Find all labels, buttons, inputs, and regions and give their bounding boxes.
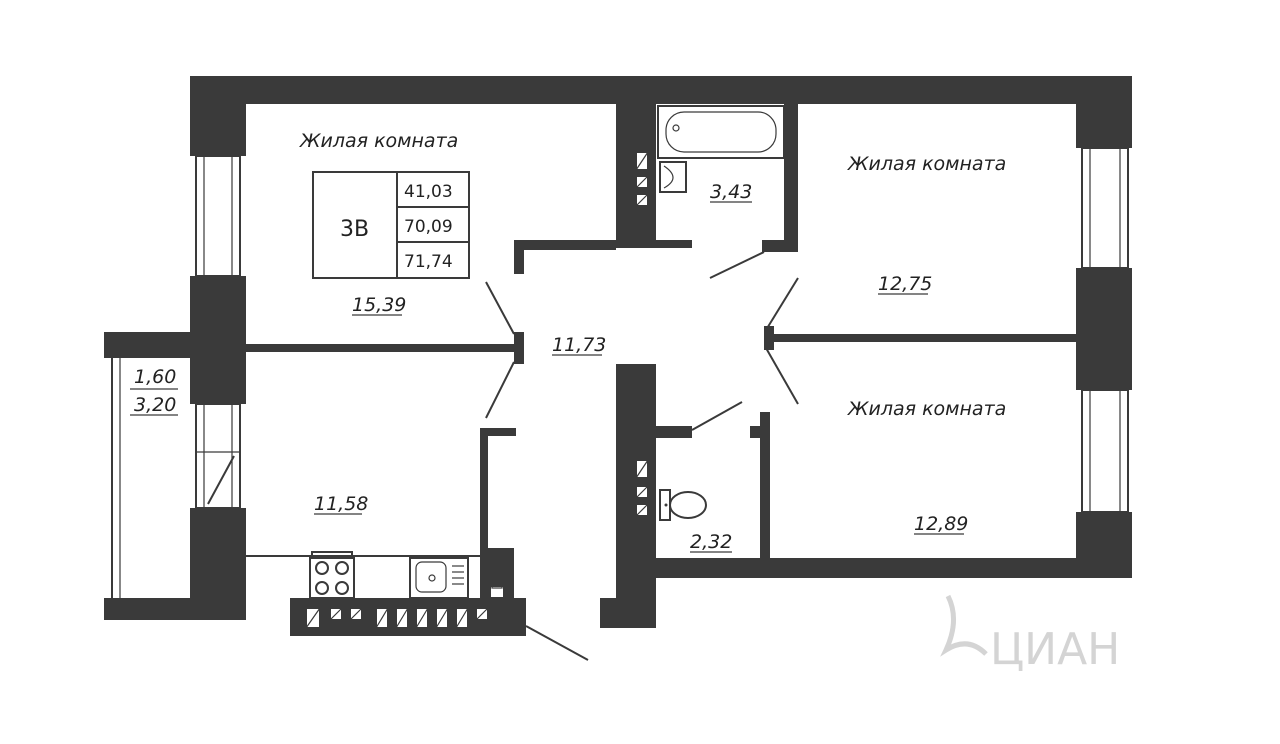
living-room-3-name: Жилая комната [847, 398, 1006, 420]
apartment-code: 3В [340, 217, 369, 242]
bathtub-icon [657, 105, 785, 159]
balcony-area-1: 1,60 [134, 366, 176, 388]
watermark-logo-icon [940, 594, 988, 657]
living-room-1-name: Жилая комната [299, 130, 458, 152]
watermark-text: ЦИАН [990, 624, 1120, 675]
toilet-icon [659, 489, 707, 521]
hallway-area: 11,73 [552, 334, 606, 356]
window-left-top [195, 155, 241, 277]
living-room-3-area: 12,89 [914, 513, 968, 535]
toilet-area: 2,32 [690, 531, 732, 553]
fridge-icon [487, 555, 511, 599]
window-right-bottom [1081, 389, 1129, 513]
badge-living-area: 41,03 [404, 182, 453, 202]
watermark: ЦИАН [940, 594, 1120, 675]
room-labels: Жилая комната 15,39 Жилая комната 12,75 … [130, 130, 1006, 553]
badge-total-area: 70,09 [404, 217, 453, 237]
outer-walls [104, 76, 1132, 636]
window-left-bottom [195, 403, 241, 509]
living-room-1-area: 15,39 [352, 294, 406, 316]
badge-total-with-balcony: 71,74 [404, 252, 453, 272]
kitchen-sink-icon [409, 557, 469, 599]
balcony [111, 358, 121, 598]
kitchen-area: 11,58 [314, 493, 368, 515]
living-room-2-area: 12,75 [878, 273, 932, 295]
window-right-top [1081, 147, 1129, 269]
doors [485, 251, 799, 661]
vent-shafts [305, 151, 649, 629]
bathroom-area: 3,43 [710, 181, 752, 203]
living-room-2-name: Жилая комната [847, 153, 1006, 175]
apartment-badge: 3В 41,03 70,09 71,74 [312, 171, 470, 279]
bathroom-sink-icon [659, 161, 687, 193]
stove-icon [309, 551, 355, 599]
balcony-area-2: 3,20 [134, 394, 176, 416]
